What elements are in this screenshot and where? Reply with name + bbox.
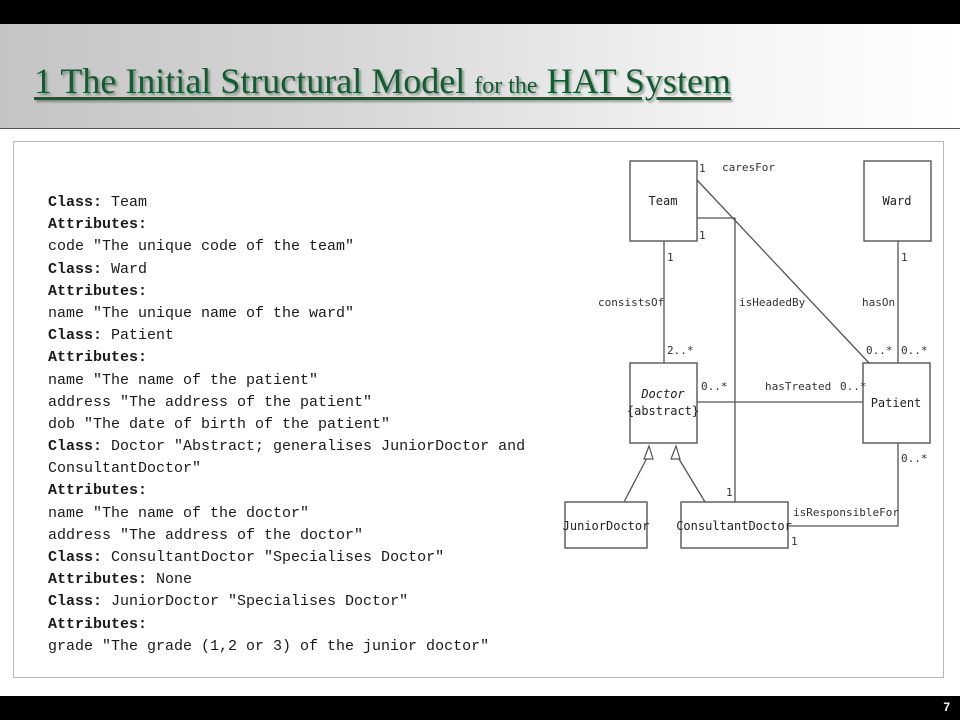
mult-team-cares-for: 1 [699,162,706,175]
spec-line: dob "The date of birth of the patient" [48,414,525,436]
spec-line: Attributes: [48,281,525,303]
spec-text: dob "The date of birth of the patient" [48,415,391,433]
spec-text: Doctor "Abstract; generalises JuniorDoct… [102,438,526,456]
mult-doctor-consists-of: 2..* [667,344,694,357]
class-patient-label: Patient [871,396,922,410]
assoc-has-treated-label: hasTreated [765,380,831,393]
mult-patient-cares-for: 0..* [866,344,893,357]
generalisation-arrow-junior-icon [643,444,654,460]
spec-text: ConsultantDoctor" [48,460,202,478]
spec-line: name "The unique name of the ward" [48,303,525,325]
mult-team-is-headed-by: 1 [699,229,706,242]
assoc-is-responsible-for-label: isResponsibleFor [793,506,899,519]
spec-line: name "The name of the patient" [48,370,525,392]
assoc-cares-for-line [696,179,870,364]
class-junior-doctor-box [564,501,648,549]
spec-text: name "The unique name of the ward" [48,304,355,322]
spec-line: Class: Team [48,192,525,214]
spec-text: name "The name of the patient" [48,371,319,389]
spec-keyword: Class: [48,593,103,611]
spec-text: address "The address of the doctor" [48,526,364,544]
spec-line: Class: Doctor "Abstract; generalises Jun… [48,436,525,458]
spec-line: Attributes: [48,614,525,636]
assoc-is-responsible-for-line [788,443,899,527]
spec-line: code "The unique code of the team" [48,236,525,258]
spec-line: address "The address of the doctor" [48,525,525,547]
spec-keyword: Class: [48,438,103,456]
class-team-box [629,160,698,242]
bottom-bar: 7 [0,696,960,720]
title-header [0,24,960,128]
spec-line: Attributes: [48,480,525,502]
class-consultant-doctor-box [680,501,789,549]
class-doctor-stereotype: {abstract} [627,404,699,418]
spec-text: Patient [102,327,175,345]
spec-text: name "The name of the doctor" [48,504,310,522]
spec-line: Attributes: [48,347,525,369]
mult-consultant-is-headed-by: 1 [726,486,733,499]
slide-title: 1 The Initial Structural Model for the H… [34,61,731,101]
spec-text: code "The unique code of the team" [48,238,355,256]
class-patient-box [862,362,931,444]
assoc-cares-for-label: caresFor [722,161,775,174]
mult-consultant-is-responsible-for: 1 [791,535,798,548]
class-consultant-doctor-label: ConsultantDoctor [676,519,792,533]
content-panel [13,141,944,678]
spec-line: name "The name of the doctor" [48,503,525,525]
spec-keyword: Attributes: [48,216,148,234]
page-number: 7 [943,700,950,714]
spec-line: address "The address of the patient" [48,392,525,414]
generalisation-junior-line [623,453,650,503]
spec-text: grade "The grade (1,2 or 3) of the junio… [48,637,490,655]
assoc-is-headed-by-line [697,217,736,502]
assoc-has-on-label: hasOn [862,296,895,309]
spec-line: Attributes: None [48,569,525,591]
spec-line: grade "The grade (1,2 or 3) of the junio… [48,636,525,658]
spec-text: None [147,571,193,589]
mult-patient-is-responsible-for: 0..* [901,452,928,465]
spec-keyword: Class: [48,194,103,211]
spec-keyword: Attributes: [48,282,148,300]
spec-text: Ward [102,260,148,278]
spec-line: Class: ConsultantDoctor "Specialises Doc… [48,547,525,569]
class-doctor-box [629,362,698,444]
top-bar [0,0,960,24]
class-ward-label: Ward [883,194,912,208]
mult-patient-has-on: 0..* [901,344,928,357]
spec-line: Attributes: [48,214,525,236]
mult-patient-has-treated: 0..* [840,380,867,393]
assoc-is-headed-by-label: isHeadedBy [739,296,806,309]
generalisation-arrow-consultant-icon [670,444,681,460]
spec-keyword: Attributes: [48,349,148,367]
spec-text: ConsultantDoctor "Specialises Doctor" [102,549,445,566]
mult-team-consists-of: 1 [667,251,674,264]
class-diagram: Team Ward Doctor {abstract} Patient Juni… [563,160,932,549]
class-team-label: Team [649,194,678,208]
generalisation-consultant-line [675,453,706,503]
mult-ward-has-on: 1 [901,251,908,264]
spec-keyword: Class: [48,260,103,278]
spec-text: Team [102,194,148,211]
spec-line: Class: Patient [48,325,525,347]
spec-keyword: Attributes: [48,615,148,633]
spec-keyword: Attributes: [48,571,148,589]
spec-text: address "The address of the patient" [48,393,373,411]
spec-keyword: Attributes: [48,482,148,500]
spec-line: Class: Ward [48,259,525,281]
spec-keyword: Class: [48,549,103,566]
class-junior-doctor-label: JuniorDoctor [563,519,650,533]
spec-line: ConsultantDoctor" [48,458,525,480]
class-ward-box [863,160,932,242]
assoc-consists-of-label: consistsOf [598,296,664,309]
spec-keyword: Class: [48,327,103,345]
spec-text: JuniorDoctor "Specialises Doctor" [102,593,409,611]
header-divider [0,128,960,129]
mult-doctor-has-treated: 0..* [701,380,728,393]
spec-line: Class: JuniorDoctor "Specialises Doctor" [48,591,525,613]
class-doctor-label: Doctor [640,387,685,401]
